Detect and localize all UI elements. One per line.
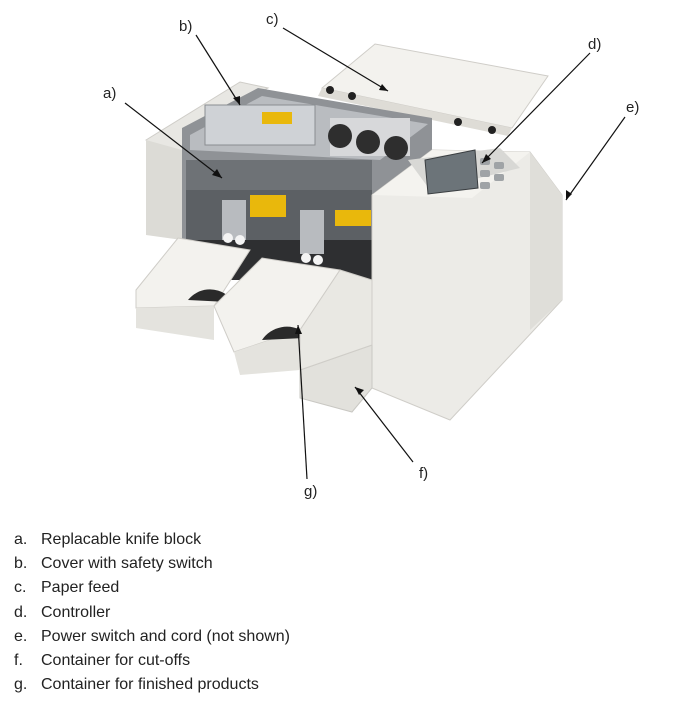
legend-item-f: f. Container for cut-offs xyxy=(14,649,290,673)
legend-marker: c. xyxy=(14,579,27,597)
callout-c: c) xyxy=(266,11,279,28)
paper-feed-tray xyxy=(318,43,549,136)
legend-text: Controller xyxy=(41,603,111,621)
legend-item-c: c. Paper feed xyxy=(14,576,290,600)
legend-marker: f. xyxy=(14,652,23,670)
leader-line-b xyxy=(195,34,241,106)
legend-marker: e. xyxy=(14,627,28,645)
legend-marker: d. xyxy=(14,603,28,621)
parts-legend: a. Replacable knife block b. Cover with sa… xyxy=(14,528,290,697)
callout-f: f) xyxy=(419,465,429,482)
callout-e: e) xyxy=(626,99,640,116)
callout-d: d) xyxy=(588,36,602,53)
legend-text: Cover with safety switch xyxy=(41,555,213,573)
legend-item-g: g. Container for finished products xyxy=(14,673,290,697)
leader-line-g xyxy=(297,324,308,480)
callout-b: b) xyxy=(179,18,193,35)
legend-text: Paper feed xyxy=(41,579,120,597)
legend-marker: a. xyxy=(14,531,28,548)
callout-g: g) xyxy=(304,483,318,500)
legend-marker: g. xyxy=(14,676,28,694)
leader-line-a xyxy=(124,102,223,179)
controller-panel xyxy=(424,149,504,195)
callout-a: a) xyxy=(103,85,117,102)
legend-text: Replacable knife block xyxy=(41,531,202,548)
machine-illustration xyxy=(124,27,626,480)
legend-item-d: d. Controller xyxy=(14,601,290,625)
legend-text: Power switch and cord (not shown) xyxy=(41,627,290,645)
leader-line-e xyxy=(565,116,626,201)
legend-text: Container for finished products xyxy=(41,676,259,694)
leader-arrowheads xyxy=(212,84,572,395)
leader-lines xyxy=(124,27,626,480)
legend-item-a: a. Replacable knife block xyxy=(14,528,290,552)
legend-marker: b. xyxy=(14,555,28,573)
leader-line-f xyxy=(354,386,414,463)
leader-line-c xyxy=(282,27,389,92)
legend-item-e: e. Power switch and cord (not shown) xyxy=(14,625,290,649)
legend-text: Container for cut-offs xyxy=(41,652,191,670)
finished-products-container xyxy=(135,237,373,375)
leader-line-d xyxy=(481,52,591,164)
legend-item-b: b. Cover with safety switch xyxy=(14,552,290,576)
